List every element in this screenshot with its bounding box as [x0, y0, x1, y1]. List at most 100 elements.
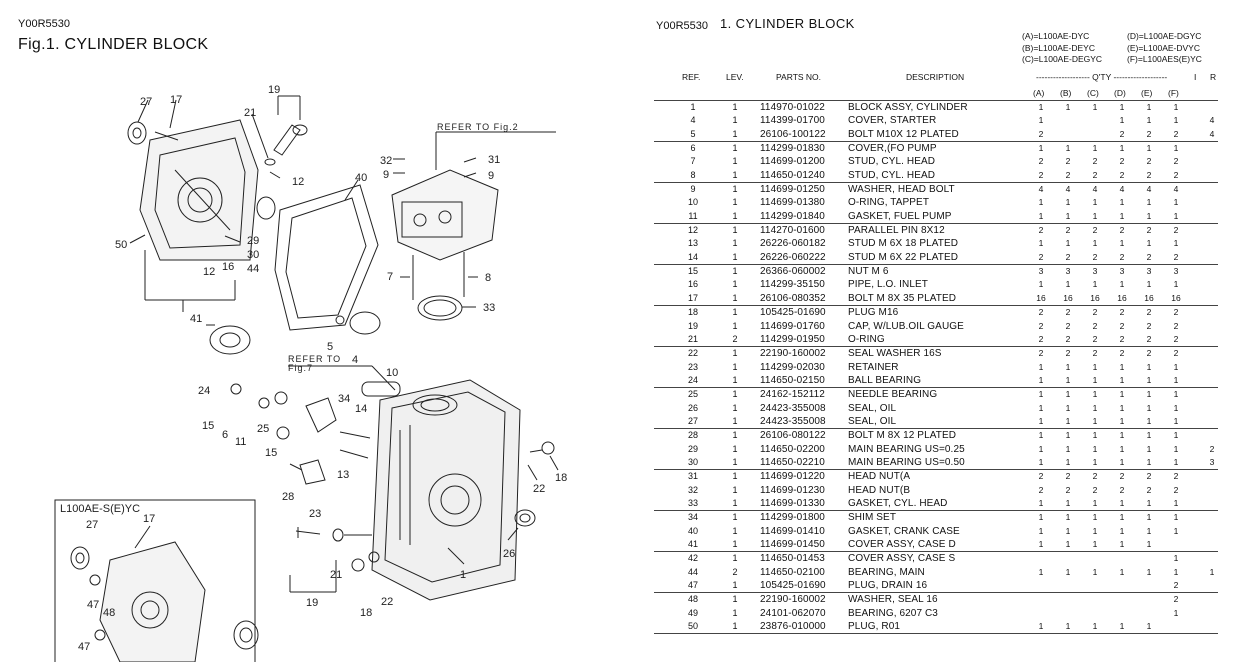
- lev-cell: 1: [732, 348, 738, 359]
- qty-cell: 1: [1038, 374, 1044, 385]
- lev-cell: 1: [732, 169, 738, 180]
- description-cell: PIPE, L.O. INLET: [848, 279, 928, 291]
- lev-cell: 1: [732, 238, 738, 249]
- header-col-e: (E): [1141, 88, 1153, 98]
- qty-cell: 1: [1146, 102, 1152, 112]
- qty-cell: 16: [1090, 292, 1100, 303]
- parts-table-header: REF. LEV. PARTS NO. DESCRIPTION --------…: [654, 70, 1218, 100]
- svg-text:7: 7: [387, 271, 393, 283]
- qty-cell: 1: [1065, 415, 1071, 426]
- lev-cell: 1: [732, 415, 738, 426]
- qty-cell: 1: [1146, 115, 1152, 126]
- svg-text:33: 33: [483, 302, 495, 314]
- qty-cell: 2: [1119, 320, 1125, 331]
- qty-cell: 2: [1065, 333, 1071, 344]
- qty-cell: 2: [1038, 156, 1044, 167]
- diagram-callouts: 27 17 19 21 12 32 9 31 9 40 50 29 30 44 …: [78, 84, 567, 653]
- lev-cell: 1: [732, 361, 738, 372]
- qty-cell: 1: [1092, 402, 1098, 413]
- qty-cell: 1: [1173, 115, 1179, 126]
- part-number-cell: 114270-01600: [760, 225, 825, 237]
- description-cell: PLUG, R01: [848, 621, 901, 633]
- lev-cell: 1: [732, 128, 738, 139]
- qty-cell: 2: [1119, 156, 1125, 167]
- qty-cell: 1: [1146, 430, 1152, 441]
- qty-cell: 1: [1146, 279, 1152, 290]
- qty-cell: 2: [1092, 156, 1098, 167]
- ref-cell: 12: [687, 225, 698, 236]
- qty-cell: 1: [1119, 279, 1125, 290]
- svg-text:13: 13: [337, 469, 349, 481]
- qty-cell: 1: [1119, 456, 1125, 467]
- qty-cell: 4: [1038, 184, 1044, 195]
- svg-text:4: 4: [352, 354, 358, 366]
- qty-cell: 1: [1119, 238, 1125, 249]
- ref-cell: 13: [687, 238, 698, 249]
- lev-cell: 1: [732, 115, 738, 126]
- qty-cell: 2: [1119, 169, 1125, 180]
- qty-cell: 1: [1146, 525, 1152, 536]
- model-e: (E)=L100AE-DVYC: [1127, 42, 1200, 53]
- qty-cell: 1: [1092, 539, 1098, 549]
- qty-cell: 1: [1065, 210, 1071, 221]
- qty-cell: 1: [1146, 374, 1152, 385]
- r-cell: 2: [1209, 443, 1215, 454]
- qty-cell: 2: [1038, 128, 1044, 139]
- lev-cell: 1: [732, 456, 738, 467]
- qty-cell: 1: [1092, 415, 1098, 426]
- part-number-cell: 114299-02030: [760, 361, 825, 373]
- qty-cell: 2: [1038, 333, 1044, 344]
- qty-cell: 1: [1119, 539, 1125, 549]
- lev-cell: 1: [732, 430, 738, 441]
- qty-cell: 1: [1065, 525, 1071, 536]
- description-cell: STUD, CYL. HEAD: [848, 156, 936, 168]
- ref-cell: 7: [690, 156, 696, 167]
- qty-cell: 1: [1173, 512, 1179, 523]
- part-number-cell: 114299-01800: [760, 512, 825, 524]
- qty-cell: 1: [1038, 566, 1044, 577]
- qty-cell: 2: [1173, 348, 1179, 359]
- qty-cell: 2: [1065, 225, 1071, 236]
- header-col-f: (F): [1168, 88, 1179, 98]
- qty-cell: 1: [1173, 279, 1179, 290]
- svg-text:18: 18: [555, 472, 567, 484]
- qty-cell: 1: [1038, 525, 1044, 536]
- ref-cell: 6: [690, 143, 696, 154]
- qty-cell: 2: [1173, 594, 1179, 605]
- qty-cell: 2: [1092, 484, 1098, 495]
- qty-cell: 1: [1092, 374, 1098, 385]
- part-number-cell: 24423-355008: [760, 402, 826, 414]
- table-code: Y00R5530: [656, 20, 708, 32]
- description-cell: BEARING, 6207 C3: [848, 607, 938, 619]
- qty-cell: 1: [1065, 374, 1071, 385]
- qty-cell: 2: [1119, 471, 1125, 482]
- svg-text:19: 19: [268, 84, 280, 96]
- part-number-cell: 26106-080122: [760, 430, 826, 442]
- ref-cell: 32: [687, 484, 698, 495]
- qty-cell: 2: [1092, 333, 1098, 344]
- description-cell: RETAINER: [848, 361, 899, 373]
- description-cell: PLUG M16: [848, 307, 899, 319]
- qty-cell: 2: [1038, 225, 1044, 236]
- part-number-cell: 114699-01380: [760, 197, 825, 209]
- qty-cell: 1: [1038, 430, 1044, 441]
- header-col-d: (D): [1114, 88, 1126, 98]
- refer-fig7-label: REFER TO: [288, 354, 341, 364]
- qty-cell: 1: [1092, 238, 1098, 249]
- qty-cell: 1: [1119, 115, 1125, 126]
- header-description: DESCRIPTION: [906, 72, 965, 82]
- qty-cell: 2: [1146, 307, 1152, 318]
- qty-cell: 1: [1119, 374, 1125, 385]
